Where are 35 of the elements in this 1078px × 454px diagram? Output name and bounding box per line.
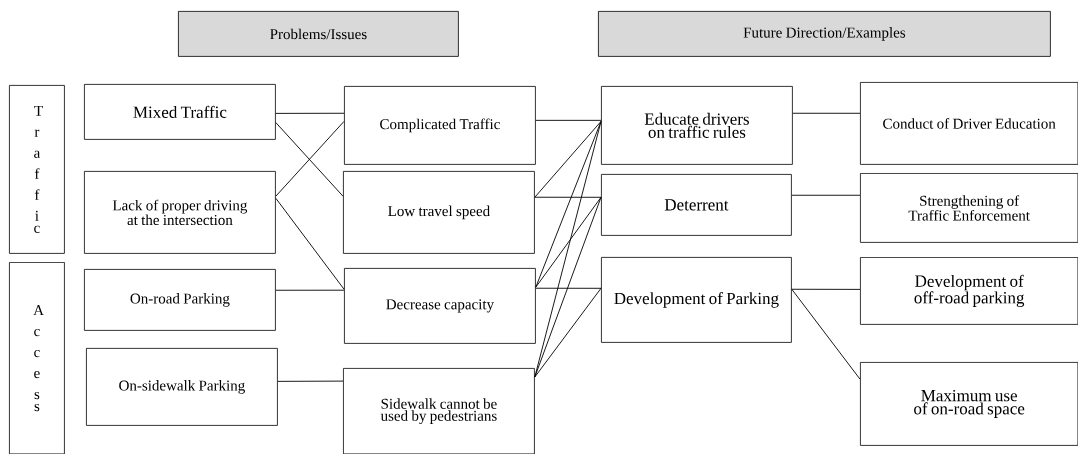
text-box: Decrease capacity [344, 268, 536, 344]
text-box: Strengthening of Traffic Enforcement [860, 173, 1078, 243]
connector-line [534, 196, 602, 378]
text-box: Complicated Traffic [344, 86, 536, 165]
connector-line [275, 112, 345, 114]
connector-line [791, 288, 861, 380]
connector-line [791, 288, 861, 290]
category-box: Traffic [9, 85, 65, 254]
text-box: On-road Parking [84, 269, 276, 331]
text-box: Lack of proper driving at the intersection [84, 171, 276, 254]
text-box: Sidewalk cannot be used by pedestrians [343, 368, 535, 454]
text-box: Maximum use of on-road space [860, 362, 1078, 446]
text-box: Low travel speed [343, 171, 535, 254]
header-box: Future Direction/Examples [598, 11, 1051, 57]
text-box: Deterrent [601, 174, 792, 236]
text-box: Development of Parking [601, 257, 792, 343]
connector-line [535, 196, 602, 288]
connector-line [534, 287, 602, 378]
connector-line [791, 194, 861, 196]
category-box: Access [9, 262, 65, 454]
connector-line [535, 287, 602, 289]
connector-line [275, 197, 345, 290]
text-box: Educate drivers on traffic rules [601, 86, 793, 165]
text-box: Conduct of Driver Education [860, 82, 1078, 165]
connector-line [277, 380, 344, 382]
connector-line [535, 120, 602, 288]
header-box: Problems/Issues [178, 11, 459, 57]
text-box: Development of off-road parking [860, 257, 1078, 325]
text-box: Mixed Traffic [84, 84, 276, 140]
connector-line [535, 119, 602, 121]
text-box: On-sidewalk Parking [86, 348, 278, 426]
connector-line [275, 289, 345, 291]
connector-line [792, 112, 861, 114]
connector-line [534, 120, 602, 198]
connector-line [534, 196, 602, 198]
